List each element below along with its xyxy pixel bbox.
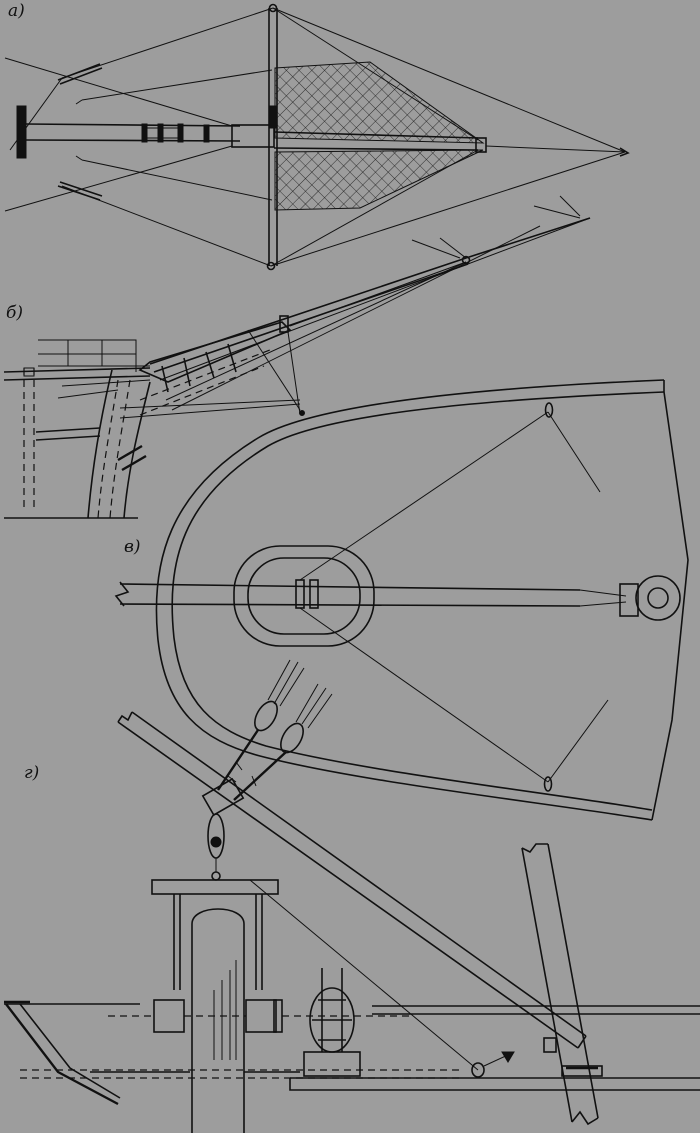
mast-base-plate bbox=[16, 105, 27, 159]
gooseneck-bracket bbox=[619, 583, 639, 617]
cross-spar bbox=[268, 8, 278, 266]
deck-eye-lower bbox=[543, 776, 553, 792]
spar-bottom-ring bbox=[266, 261, 276, 271]
boom-raised bbox=[149, 257, 469, 373]
deckhouse bbox=[38, 339, 150, 372]
crosstree bbox=[151, 879, 279, 895]
rigging-lines-v bbox=[299, 411, 609, 783]
mast-column bbox=[191, 908, 245, 1133]
panel-a-drawing bbox=[4, 3, 630, 271]
deck-main bbox=[90, 1071, 700, 1079]
bracket-posts bbox=[161, 343, 237, 393]
panel-b-drawing bbox=[3, 195, 591, 519]
boom-heel-fitting bbox=[231, 124, 275, 148]
boom-bracket bbox=[138, 321, 292, 383]
net-upper bbox=[274, 61, 485, 144]
cargo-hook bbox=[207, 813, 225, 859]
boom-broken-end bbox=[114, 581, 130, 607]
outrigger-upper bbox=[57, 63, 103, 85]
hull-section-edge bbox=[651, 380, 689, 821]
outrigger-stops bbox=[75, 99, 83, 161]
boom-tip-line bbox=[485, 145, 626, 153]
boom-tip-point bbox=[619, 147, 630, 157]
rigging-lines-b bbox=[57, 195, 591, 419]
bulwark bbox=[5, 1003, 119, 1106]
deck-step bbox=[561, 1065, 603, 1077]
hull-outline-inner bbox=[171, 391, 665, 811]
panel-g-drawing bbox=[4, 659, 700, 1133]
net-lower bbox=[274, 149, 484, 211]
strut-right bbox=[521, 843, 599, 1123]
deck-line bbox=[3, 367, 151, 381]
deck-upper bbox=[4, 1003, 700, 1015]
boom-plan bbox=[119, 583, 581, 607]
hatch-coaming-outer bbox=[233, 545, 375, 647]
winch-bearing-left bbox=[153, 999, 185, 1033]
deck-beam bbox=[35, 427, 101, 441]
guy-line bbox=[249, 879, 479, 1071]
hatch-coaming-inner bbox=[247, 557, 361, 635]
spar-top-ring bbox=[268, 3, 278, 13]
boom-extension bbox=[465, 217, 591, 259]
gooseneck-ring bbox=[635, 575, 681, 621]
panel-label-g: г) bbox=[24, 763, 39, 783]
panel-label-a: а) bbox=[8, 1, 25, 21]
panel-label-b: б) bbox=[6, 303, 23, 323]
boom-broken-top bbox=[117, 711, 133, 723]
stem-outline bbox=[87, 369, 113, 519]
panel-label-v: в) bbox=[124, 537, 141, 557]
rigging-lines-a bbox=[4, 7, 626, 267]
hull-outline-outer bbox=[155, 379, 665, 821]
panel-v-drawing bbox=[114, 379, 689, 821]
boom-collars bbox=[141, 123, 210, 143]
boom-outer bbox=[273, 131, 479, 151]
winch-bearing-right bbox=[245, 999, 277, 1033]
deck-eye-g bbox=[471, 1062, 485, 1078]
boom-diagonal bbox=[117, 711, 587, 1049]
boom-tip-band bbox=[475, 137, 487, 153]
boom-hook-fitting bbox=[201, 777, 245, 817]
posts bbox=[173, 894, 263, 990]
deck-eye-upper bbox=[544, 402, 554, 418]
spar-clamp bbox=[268, 105, 278, 129]
tackle-blocks bbox=[217, 659, 333, 801]
windlass bbox=[303, 968, 361, 1077]
outrigger-lower bbox=[57, 181, 103, 201]
mast-hidden bbox=[23, 368, 35, 508]
